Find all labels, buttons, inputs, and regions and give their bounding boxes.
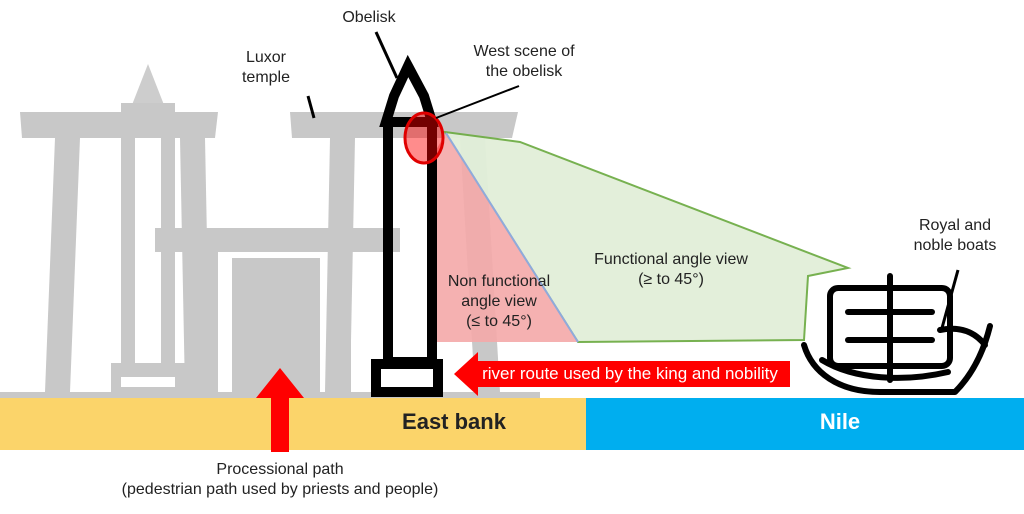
east-bank-band [0,398,586,450]
nonfunctional-view-label-line3: (≤ to 45°) [466,313,532,330]
royal-boats-label-line1: Royal and [918,217,992,234]
nile-label: Nile [819,409,861,434]
luxor-temple-label: Luxor temple [236,48,296,88]
processional-path-label-line1: Processional path [216,461,344,478]
east-bank-label: East bank [402,409,506,434]
royal-boats-label-line2: noble boats [913,237,997,254]
royal-boats-label: Royal and noble boats [900,216,1010,256]
processional-path-label-line2: (pedestrian path used by priests and peo… [121,481,439,498]
obelisk-leader-line [374,31,399,79]
luxor-temple-label-line2: temple [241,69,291,86]
nile-band [586,398,1024,450]
functional-view-label: Functional angle view (≥ to 45°) [582,250,760,290]
nonfunctional-view-label: Non functional angle view (≤ to 45°) [436,272,562,332]
nonfunctional-view-region [436,133,578,342]
luxor-leader-line [306,95,316,119]
nonfunctional-view-label-line1: Non functional [447,273,551,290]
river-route-label: river route used by the king and nobilit… [482,364,778,383]
west-scene-label-line1: West scene of [473,43,575,60]
processional-path-label: Processional path (pedestrian path used … [80,460,480,500]
processional-path-arrow [256,368,304,452]
luxor-temple-label-line1: Luxor [245,49,287,66]
west-scene-label-line2: the obelisk [485,63,563,80]
nonfunctional-view-label-line2: angle view [461,293,537,310]
functional-view-label-line2: (≥ to 45°) [638,271,704,288]
west-scene-leader-line [435,85,520,119]
view-boundary-line [445,132,579,343]
west-scene-ellipse [403,111,445,165]
river-route-arrow [454,352,790,396]
west-scene-label: West scene of the obelisk [462,42,586,82]
west-scene-highlight [405,113,443,163]
functional-view-label-line1: Functional angle view [594,251,748,268]
boat-icon [801,273,993,395]
obelisk-label: Obelisk [342,9,396,26]
